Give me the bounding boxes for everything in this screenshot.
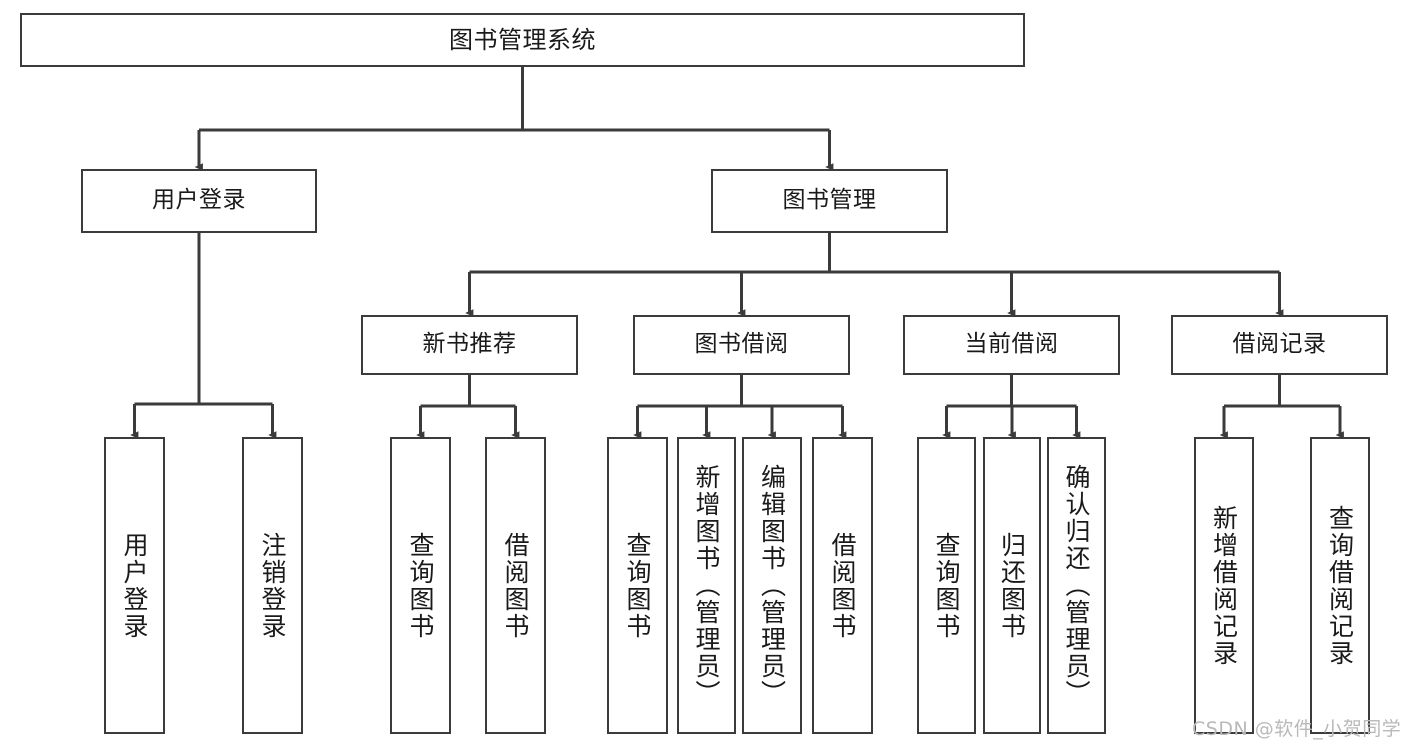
node-leaf-borrow-add-book[interactable]: 新增图书（管理员）: [677, 437, 736, 734]
node-label: 借阅图书: [828, 531, 857, 640]
node-label: 确认归还（管理员）: [1062, 464, 1091, 707]
node-leaf-borrow-query-book[interactable]: 查询图书: [607, 437, 668, 734]
node-label: 新增图书（管理员）: [692, 464, 721, 707]
node-new-book-rec[interactable]: 新书推荐: [361, 315, 578, 375]
node-label: 图书借阅: [694, 331, 789, 358]
node-leaf-rec-borrow-book[interactable]: 借阅图书: [485, 437, 546, 734]
node-book-borrow[interactable]: 图书借阅: [633, 315, 850, 375]
node-label: 查询图书: [406, 531, 435, 640]
node-leaf-cur-return-book[interactable]: 归还图书: [983, 437, 1041, 734]
node-current-borrow[interactable]: 当前借阅: [903, 315, 1120, 375]
node-label: 图书管理系统: [449, 25, 596, 54]
node-label: 查询借阅记录: [1325, 504, 1355, 667]
node-label: 新增借阅记录: [1209, 504, 1239, 667]
node-leaf-rec-query-record[interactable]: 查询借阅记录: [1310, 437, 1370, 734]
node-user-login[interactable]: 用户登录: [81, 169, 317, 233]
node-leaf-cur-query-book[interactable]: 查询图书: [917, 437, 976, 734]
node-borrow-record[interactable]: 借阅记录: [1171, 315, 1388, 375]
node-leaf-borrow-lend-book[interactable]: 借阅图书: [812, 437, 873, 734]
csdn-watermark: CSDN @软件_小贺同学: [1192, 718, 1402, 740]
node-label: 借阅记录: [1232, 331, 1327, 358]
node-label: 编辑图书（管理员）: [757, 464, 787, 707]
node-leaf-user-logout[interactable]: 注销登录: [242, 437, 303, 734]
node-label: 用户登录: [120, 531, 149, 640]
node-label: 借阅图书: [501, 531, 530, 640]
node-book-manage[interactable]: 图书管理: [711, 169, 948, 233]
node-label: 查询图书: [623, 531, 652, 640]
node-leaf-borrow-edit-book[interactable]: 编辑图书（管理员）: [742, 437, 802, 734]
node-label: 注销登录: [258, 531, 287, 640]
node-label: 新书推荐: [422, 331, 517, 358]
node-label: 用户登录: [152, 187, 246, 214]
node-leaf-cur-confirm-return[interactable]: 确认归还（管理员）: [1047, 437, 1106, 734]
node-label: 当前借阅: [964, 331, 1059, 358]
node-label: 图书管理: [782, 187, 877, 214]
node-leaf-rec-query-book[interactable]: 查询图书: [390, 437, 451, 734]
node-label: 归还图书: [997, 531, 1027, 640]
node-root[interactable]: 图书管理系统: [20, 13, 1025, 67]
node-label: 查询图书: [932, 531, 961, 640]
node-leaf-rec-add-record[interactable]: 新增借阅记录: [1194, 437, 1254, 734]
node-leaf-user-login[interactable]: 用户登录: [104, 437, 165, 734]
